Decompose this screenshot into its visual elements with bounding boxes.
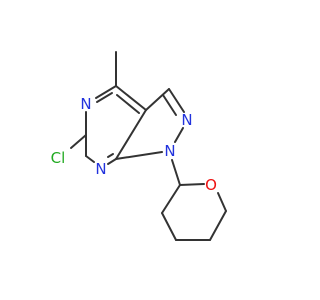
bond-c4-n5: [95, 85, 117, 99]
bond-thp-c4-c3: [161, 212, 177, 241]
bond-n7-c7a-double: [107, 153, 114, 158]
molecule-structure: Cl N N N N O: [51, 51, 227, 241]
bond-c3-n2-double: [162, 94, 177, 116]
atom-o-ring: O: [205, 176, 217, 194]
bond-thp-o-c6: [217, 192, 227, 212]
atom-n-pyrazole-lower: N: [164, 142, 175, 160]
bond-c3-n2: [168, 88, 185, 113]
bond-n7-c7a: [107, 158, 117, 165]
bond-c3a-c4-double: [116, 94, 140, 114]
bond-c4-n5-double: [96, 92, 113, 103]
atom-n-pyrimidine-lower: N: [95, 160, 106, 178]
bond-c3a-c3: [145, 88, 170, 111]
bond-n2-n1: [174, 127, 184, 143]
bond-n1-c2thp: [171, 159, 181, 186]
bonds: [70, 51, 227, 241]
bond-n1-c7a: [115, 151, 163, 160]
atom-n-pyrimidine-upper: N: [80, 95, 91, 113]
molecule-canvas: Cl N N N N O: [51, 51, 227, 241]
atom-labels: Cl N N N N O: [51, 95, 217, 194]
atom-n-pyrazole-upper: N: [181, 111, 192, 129]
atom-cl: Cl: [51, 149, 66, 167]
bond-c6-n7: [85, 155, 95, 163]
bond-thp-c2-o: [179, 183, 205, 186]
bond-thp-c3-c2: [161, 184, 181, 214]
bond-c3a-c4: [115, 85, 147, 111]
bond-thp-c6-c5: [209, 210, 227, 241]
bond-c6-cl: [70, 134, 87, 149]
bond-c7a-c3a: [115, 109, 147, 160]
